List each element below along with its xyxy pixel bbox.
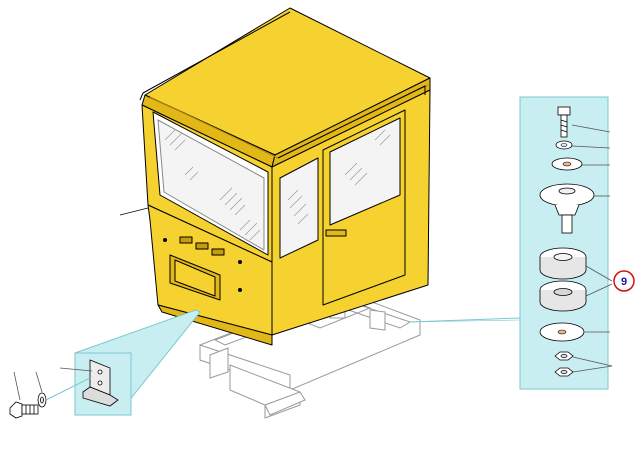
callout-9[interactable]: 9: [613, 270, 635, 292]
bracket-bolt: [9, 401, 39, 419]
hex-nut-1: [554, 351, 574, 361]
cab-leader-line: [119, 207, 149, 216]
mounting-bracket: [82, 359, 119, 407]
mount-bolt: [557, 106, 571, 138]
bracket-inset: [59, 309, 201, 416]
cab-side-window-front: [279, 157, 319, 259]
operator-cab: [139, 7, 431, 346]
hex-nut-2: [554, 367, 574, 377]
rubber-cushion-lower: [539, 280, 587, 312]
bracket-washer: [37, 392, 47, 408]
rubber-mount-upper: [539, 183, 595, 234]
callout-9-label: 9: [621, 276, 627, 288]
rubber-cushion-upper: [539, 247, 587, 280]
door-handle: [325, 229, 347, 237]
mounting-hardware-panel: [519, 96, 613, 390]
cab-door-window: [329, 117, 401, 226]
